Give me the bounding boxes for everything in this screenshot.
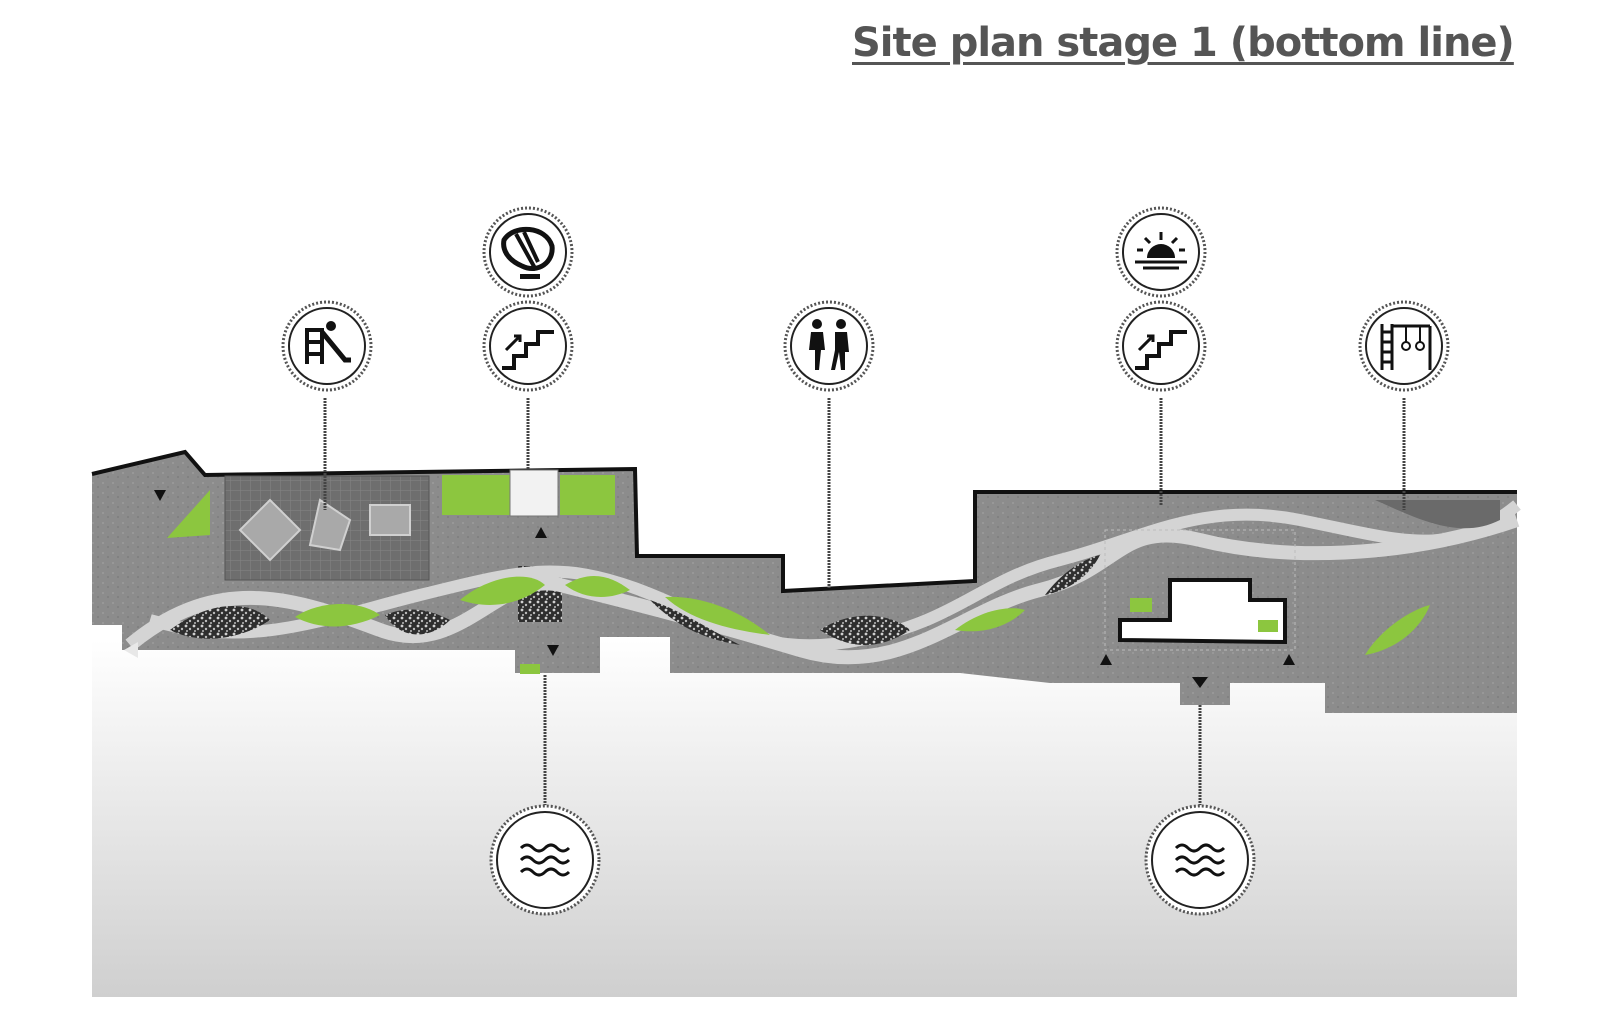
entry-arrow <box>535 527 547 538</box>
page-title: Site plan stage 1 (bottom line) <box>852 20 1515 66</box>
grass-patch <box>565 575 630 597</box>
path-direction-arrow <box>124 642 138 658</box>
stairs-up-icon <box>502 330 554 370</box>
grass-patch <box>955 608 1025 632</box>
grass-patch <box>442 475 512 515</box>
grass-patch <box>520 664 540 674</box>
entry-arrow <box>154 490 166 501</box>
marker-workout[interactable] <box>1358 300 1450 392</box>
grass-patch <box>167 490 210 538</box>
marker-playground[interactable] <box>281 300 373 392</box>
entry-arrow <box>1283 654 1295 665</box>
entry-arrow <box>547 645 559 656</box>
marker-stairs[interactable] <box>1115 300 1207 392</box>
marker-sculpture[interactable] <box>482 206 574 298</box>
stairs-up-icon <box>1135 330 1187 370</box>
waves-icon <box>519 843 571 877</box>
pavilion <box>1118 578 1287 645</box>
grass-patch <box>1130 598 1152 612</box>
playground-structures <box>238 498 411 562</box>
grass-patch <box>1375 500 1500 529</box>
grass-patch <box>665 596 770 635</box>
gravel-patch <box>385 609 450 635</box>
marker-sunset[interactable] <box>1115 206 1207 298</box>
pavilion-frame <box>1104 529 1296 651</box>
sculpture-icon <box>501 226 555 279</box>
marker-stairs[interactable] <box>482 300 574 392</box>
marker-water-access[interactable] <box>1144 804 1256 916</box>
gravel-patch <box>820 615 910 645</box>
gravel-patch <box>170 606 270 639</box>
gravel-patch <box>650 600 740 645</box>
grass-patch <box>560 475 615 515</box>
waves-icon <box>1174 843 1226 877</box>
promenade-ground <box>92 452 1517 713</box>
marker-pedestrians[interactable] <box>783 300 875 392</box>
water-area <box>92 640 1517 997</box>
grass-patch <box>460 576 545 605</box>
playground-slide-icon <box>305 321 351 364</box>
grass-patch <box>1365 605 1430 655</box>
stairs-block <box>509 469 559 517</box>
entry-arrow <box>1100 654 1112 665</box>
grass-patch <box>295 603 380 627</box>
plan-outline <box>91 449 1517 594</box>
entry-arrow <box>1192 677 1208 688</box>
monkey-bars-icon <box>1380 324 1432 370</box>
pedestrians-icon <box>809 319 849 370</box>
gravel-patch <box>1045 555 1100 595</box>
marker-water-access[interactable] <box>489 804 601 916</box>
sunset-icon <box>1135 232 1187 270</box>
grass-patch <box>1258 620 1278 632</box>
